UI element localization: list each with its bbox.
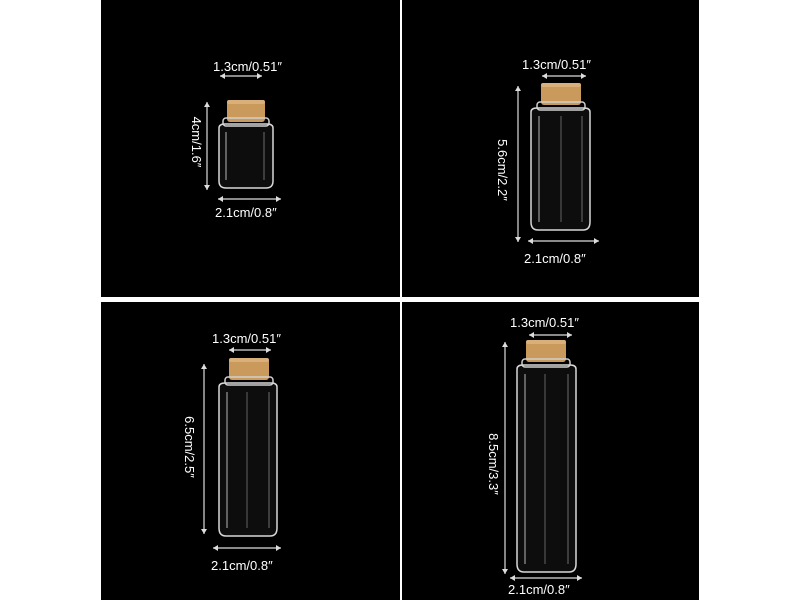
- panel-3-side-label: 6.5cm/2.5″: [182, 416, 197, 478]
- bottle-xlarge-image: [502, 332, 582, 581]
- panel-1-side-label: 4cm/1.6″: [189, 116, 204, 168]
- panel-2-side-label: 5.6cm/2.2″: [495, 139, 510, 201]
- panel-3-bottom-label: 2.1cm/0.8″: [211, 558, 273, 573]
- panel-1-top-label: 1.3cm/0.51″: [213, 59, 282, 74]
- panel-2-top-label: 1.3cm/0.51″: [522, 57, 591, 72]
- panel-4-bottom-label: 2.1cm/0.8″: [508, 582, 570, 597]
- bottle-small-image: [204, 73, 281, 202]
- panel-bottle-medium: 1.3cm/0.51″ 5.6cm/2.2″ 2.1cm/0.8″: [402, 0, 699, 297]
- panel-4-side-label: 8.5cm/3.3″: [486, 433, 501, 495]
- panel-bottle-large: 1.3cm/0.51″ 6.5cm/2.5″ 2.1cm/0.8″: [101, 302, 400, 600]
- bottle-medium-image: [515, 73, 599, 244]
- panel-3-top-label: 1.3cm/0.51″: [212, 331, 281, 346]
- panel-4-top-label: 1.3cm/0.51″: [510, 315, 579, 330]
- panel-bottle-small: 1.3cm/0.51″ 4cm/1.6″ 2.1cm/0.8″: [101, 0, 400, 297]
- panel-2-bottom-label: 2.1cm/0.8″: [524, 251, 586, 266]
- bottle-large-image: [201, 347, 281, 551]
- panel-bottle-xlarge: 1.3cm/0.51″ 8.5cm/3.3″ 2.1cm/0.8″: [402, 302, 699, 600]
- panel-1-bottom-label: 2.1cm/0.8″: [215, 205, 277, 220]
